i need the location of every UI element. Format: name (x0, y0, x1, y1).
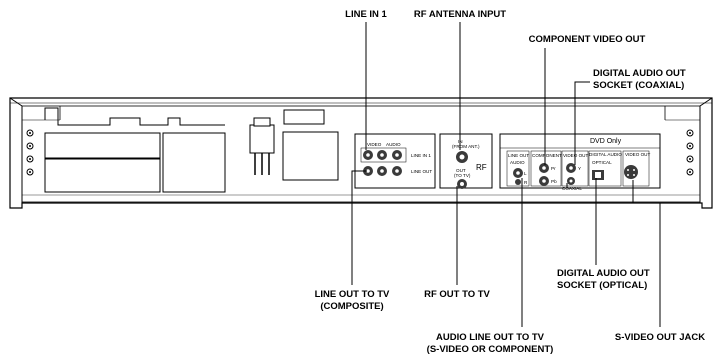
callout-audio-line-out-line1: AUDIO LINE OUT TO TV (436, 332, 545, 343)
callout-line-out-line1: LINE OUT TO TV (315, 289, 390, 300)
dvd-r-label: R (524, 180, 528, 185)
callout-component-video-out: COMPONENT VIDEO OUT (529, 34, 646, 45)
optical-label: OPTICAL (592, 160, 612, 165)
callout-s-video-out-jack: S-VIDEO OUT JACK (615, 332, 705, 343)
power-cord-plug (249, 117, 275, 175)
pr-label: Pr (551, 166, 556, 171)
callout-line-out-line2: (COMPOSITE) (320, 301, 383, 312)
rf-side-label: RF (476, 163, 487, 172)
callout-line-in-1: LINE IN 1 (345, 9, 387, 20)
callout-labels: LINE IN 1 RF ANTENNA INPUT COMPONENT VID… (315, 9, 706, 355)
component-label: COMPONENT (532, 153, 562, 158)
line-out-tag: LINE OUT (411, 169, 432, 174)
s-video-tag-label: VIDEO OUT (625, 152, 650, 157)
dvd-only-label: DVD Only (590, 138, 622, 145)
callout-digital-optical-line1: DIGITAL AUDIO OUT (557, 268, 650, 279)
ventilation-panels (44, 107, 339, 193)
callout-audio-line-out-line2: (S-VIDEO OR COMPONENT) (427, 344, 554, 355)
pb-label: Pb (551, 179, 557, 184)
callout-rf-out-to-tv: RF OUT TO TV (424, 289, 490, 300)
dvd-l-label: L (524, 171, 527, 176)
video-out-label: VIDEO OUT (563, 153, 588, 158)
video-panel-label: VIDEO (367, 142, 382, 147)
right-screws (686, 129, 694, 176)
callout-digital-optical-line2: SOCKET (OPTICAL) (557, 280, 647, 291)
rf-panel: IN (FROM ANT.) OUT (TO TV) RF (439, 133, 493, 189)
dvd-line-out-label: LINE OUT (508, 153, 529, 158)
dvd-panel: DVD Only LINE OUT AUDIO L R COMPONENT Pr… (499, 133, 661, 191)
rf-out-sub-label: (TO TV) (454, 173, 471, 178)
digital-audio-out-label: DIGITAL AUDIO OUT (589, 152, 633, 157)
rf-in-sub-label: (FROM ANT.) (452, 144, 480, 149)
callout-digital-coax-line1: DIGITAL AUDIO OUT (593, 68, 686, 79)
dvd-audio-label: AUDIO (510, 160, 525, 165)
y-label: Y (578, 166, 581, 171)
coaxial-label: COAXIAL (562, 186, 582, 191)
leader-lines (351, 22, 661, 327)
line-in-tag: LINE IN 1 (411, 153, 431, 158)
line-jack-panel: VIDEO AUDIO LINE IN 1 LINE OUT (354, 133, 436, 189)
callout-rf-antenna-input: RF ANTENNA INPUT (414, 9, 506, 20)
rf-out-label: OUT (456, 168, 466, 173)
callout-digital-coax-line2: SOCKET (COAXIAL) (593, 80, 684, 91)
audio-panel-label: AUDIO (386, 142, 401, 147)
left-screws (26, 129, 34, 176)
